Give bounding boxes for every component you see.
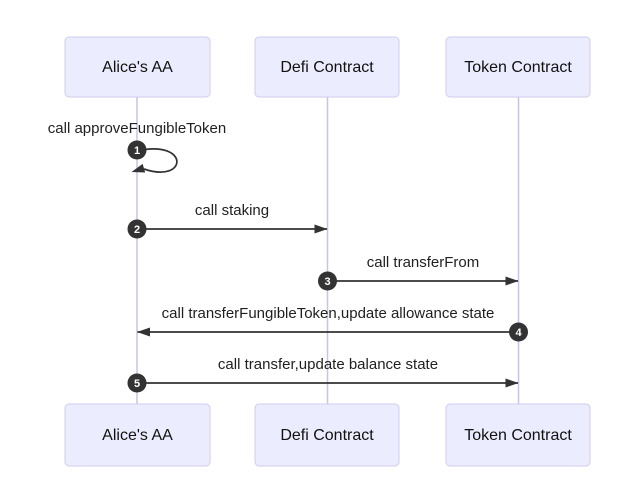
actor-top-defi-contract: Defi Contract [254,36,400,98]
message-4: call transferFungibleToken,update allowa… [137,305,528,342]
sequence-number-badge [318,271,337,291]
actor-label: Token Contract [464,427,572,444]
actor-top-token-contract: Token Contract [445,36,591,98]
sequence-number-badge [509,322,528,342]
sequence-number: 5 [134,378,140,390]
self-loop-curve [136,148,178,173]
actor-box [64,403,211,467]
actor-label: Defi Contract [280,427,374,444]
actor-box [64,36,211,98]
message-label: call approveFungibleToken [48,120,226,137]
message-2: call staking 2 [127,202,328,239]
message-5: call transfer,update balance state 5 [127,356,519,393]
sequence-number: 2 [134,224,140,236]
sequence-number: 4 [515,327,522,339]
actor-box [254,36,400,98]
message-3: call transferFrom 3 [318,254,519,291]
actor-bottom-alices-aa: Alice's AA [64,403,211,467]
actor-box [254,403,400,467]
arrowhead [131,163,146,173]
sequence-number-badge [127,219,147,239]
actor-label: Alice's AA [102,59,173,76]
actor-label: Alice's AA [102,427,173,444]
message-label: call transfer,update balance state [218,356,438,373]
actor-label: Defi Contract [280,59,374,76]
sequence-number: 3 [324,276,330,288]
sequence-number-badge [127,140,147,160]
actor-box [445,403,591,467]
sequence-number: 1 [134,145,140,157]
actor-bottom-token-contract: Token Contract [445,403,591,467]
message-1-self-loop: call approveFungibleToken 1 [48,120,226,173]
actor-top-alices-aa: Alice's AA [64,36,211,98]
message-label: call transferFrom [367,254,480,271]
actor-box [445,36,591,98]
message-label: call staking [195,202,269,219]
sequence-number-badge [127,373,147,393]
message-label: call transferFungibleToken,update allowa… [162,305,495,322]
actor-label: Token Contract [464,59,572,76]
actor-bottom-defi-contract: Defi Contract [254,403,400,467]
